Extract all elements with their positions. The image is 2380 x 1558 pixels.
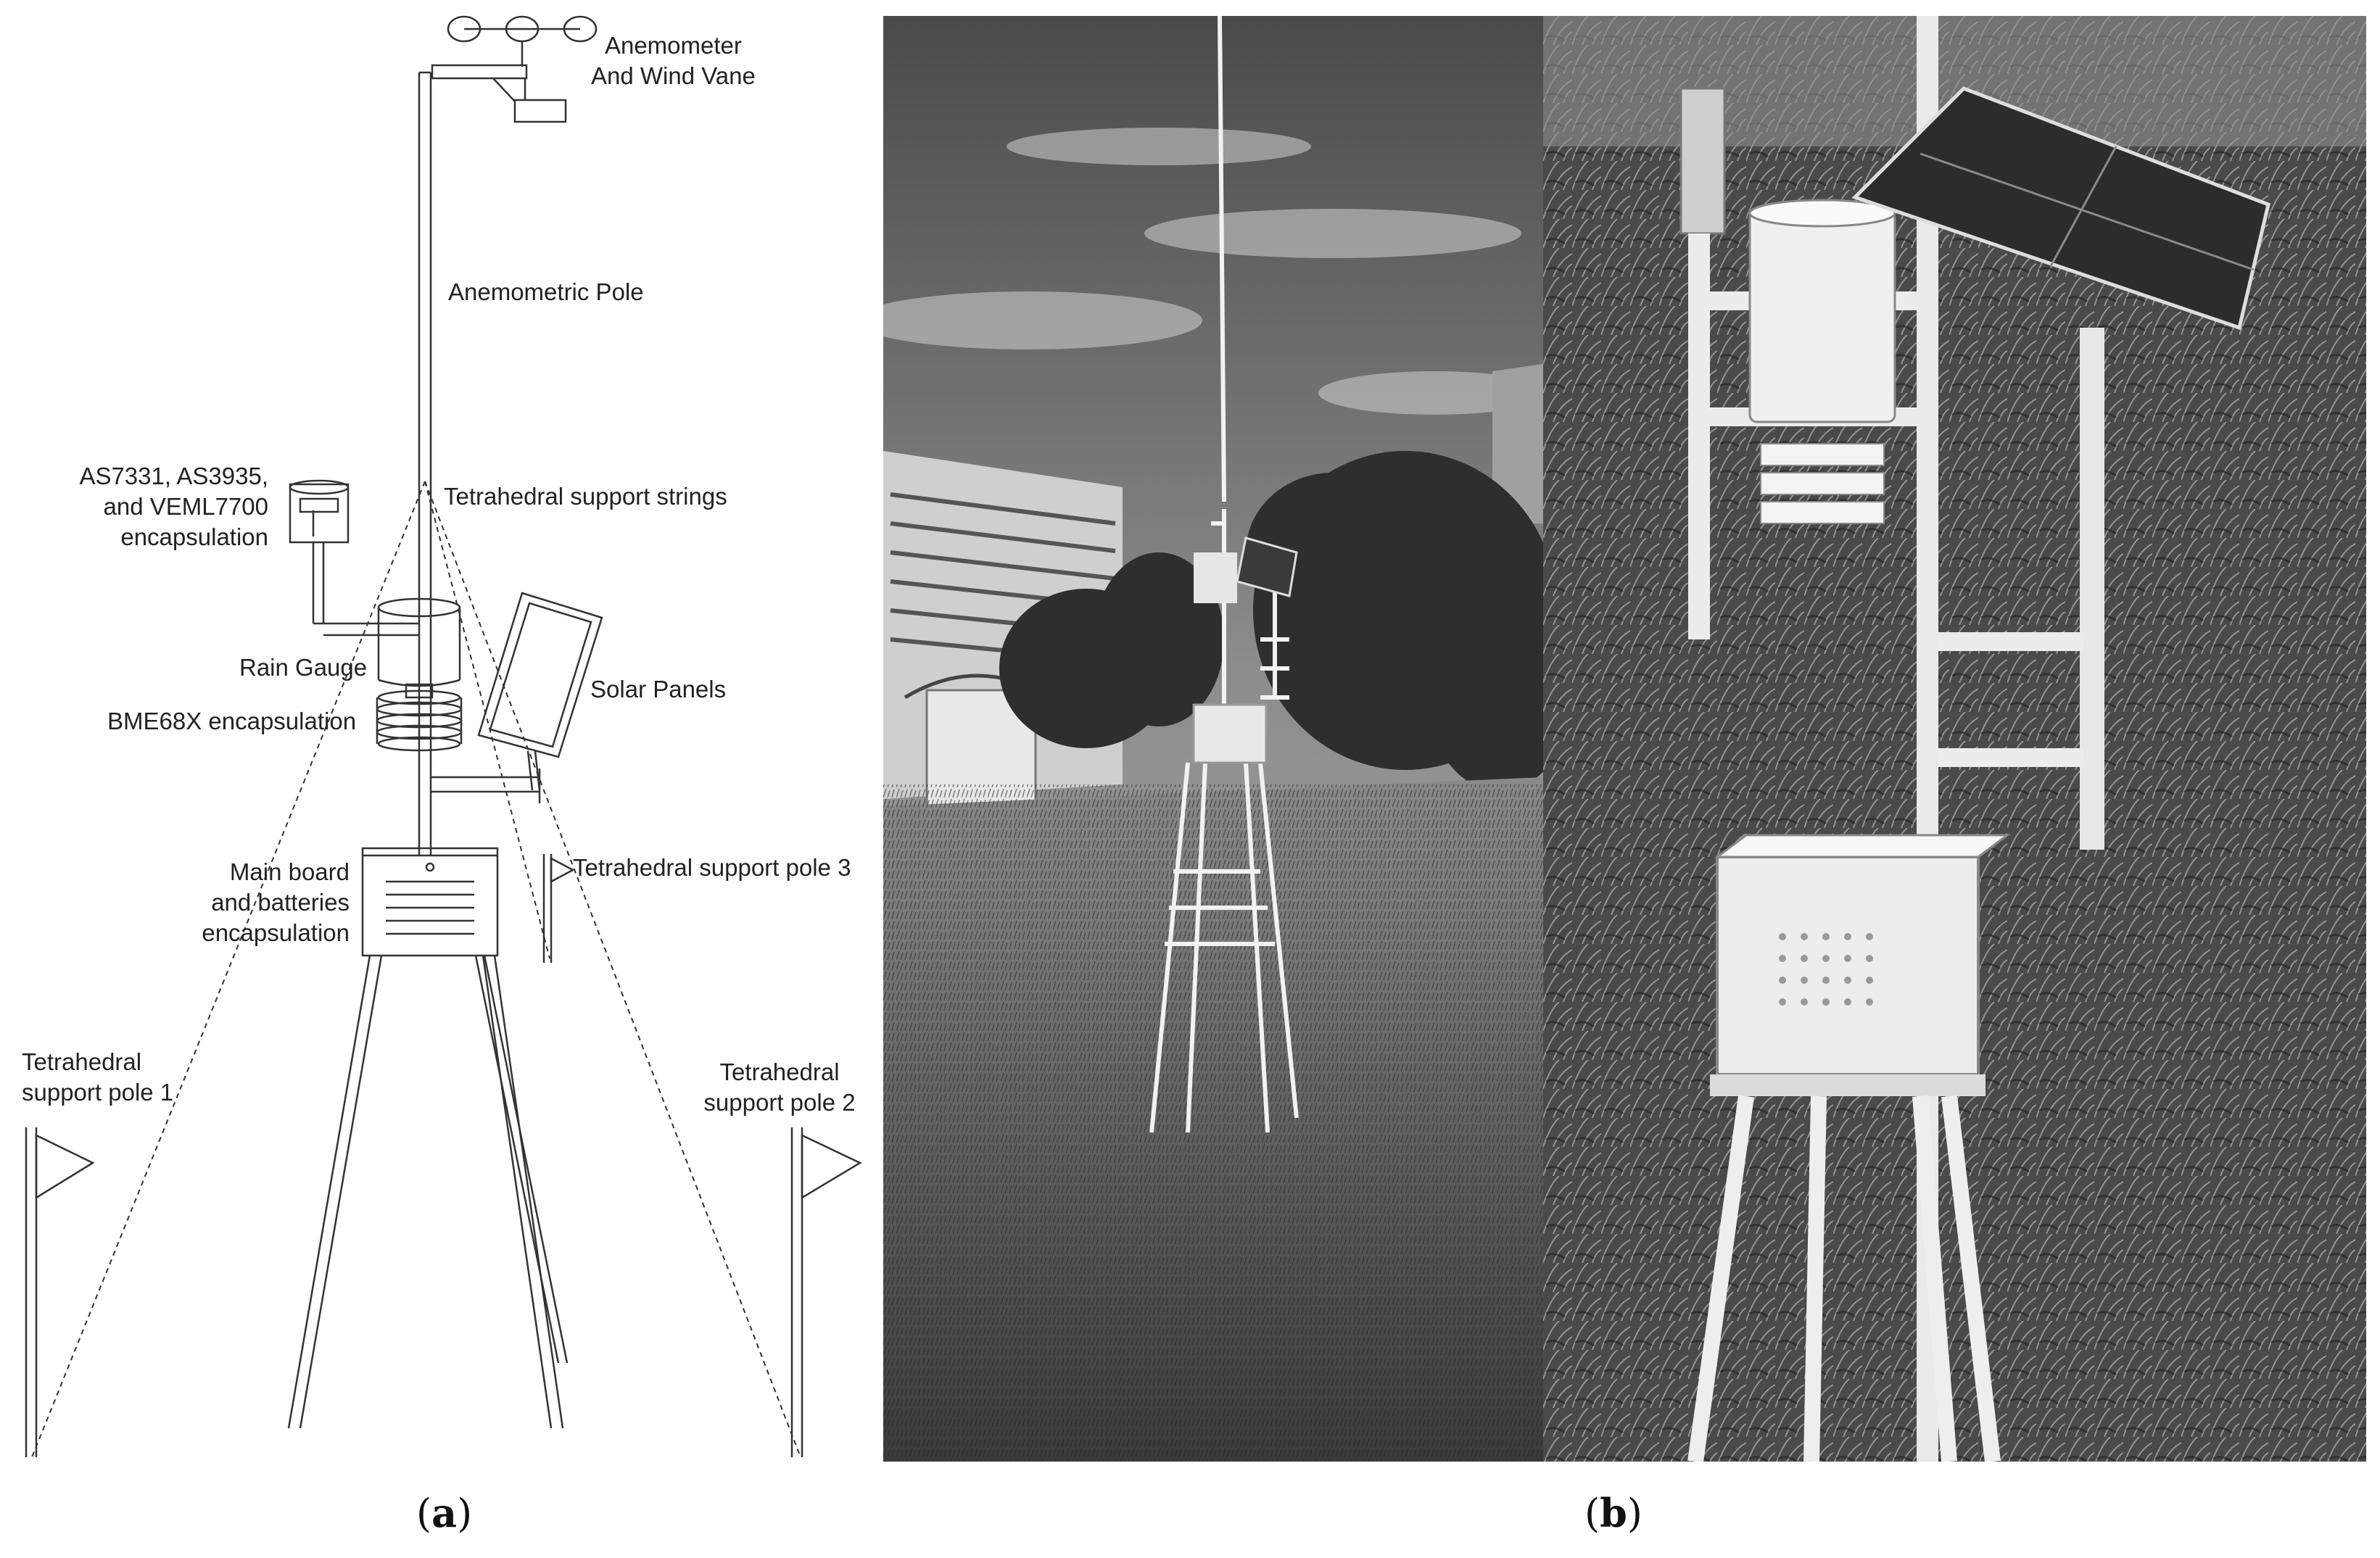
rain-gauge <box>377 597 461 699</box>
label-main-board-line1: Main board <box>229 858 350 885</box>
support-pole-2-flag <box>790 1127 862 1457</box>
caption-a-open: ( <box>416 1491 432 1536</box>
weather-station-schematic: Anemometer And Wind Vane Anemometric Pol… <box>0 0 870 1457</box>
label-support-pole-3: Tetrahedral support pole 3 <box>573 854 851 881</box>
support-strings <box>31 481 801 1457</box>
wind-vane-icon <box>513 78 567 123</box>
field-photo <box>883 16 1543 1462</box>
tripod-legs <box>287 955 569 1429</box>
label-solar-panels: Solar Panels <box>590 676 727 703</box>
label-support-pole-2: Tetrahedral support pole 2 <box>693 1057 867 1118</box>
solar-panel <box>431 592 603 803</box>
anemometer-icon <box>431 15 598 102</box>
label-rain-gauge: Rain Gauge <box>239 654 368 681</box>
main-board-encapsulation <box>361 847 499 957</box>
label-anemometer-line1: Anemometer <box>604 32 742 59</box>
caption-a-close: ) <box>457 1491 473 1536</box>
label-bme-encapsulation: BME68X encapsulation <box>107 708 357 734</box>
caption-a-letter: a <box>431 1490 458 1536</box>
closeup-photo-illustration <box>1543 16 2366 1462</box>
label-support-pole-2-line1: Tetrahedral <box>719 1058 840 1085</box>
caption-a: (a) <box>416 1490 472 1536</box>
caption-b: (b) <box>1584 1490 1643 1536</box>
light-sensor-encapsulation <box>289 479 419 637</box>
label-support-pole-2-line2: support pole 2 <box>703 1089 856 1116</box>
label-support-strings: Tetrahedral support strings <box>444 483 727 510</box>
caption-b-letter: b <box>1600 1490 1627 1536</box>
label-anemometric-pole: Anemometric Pole <box>448 278 644 305</box>
support-pole-1-flag <box>25 1127 95 1457</box>
caption-b-open: ( <box>1584 1491 1600 1536</box>
bme-encapsulation <box>376 689 463 752</box>
label-anemometer-line2: And Wind Vane <box>591 62 756 89</box>
label-support-pole-1: Tetrahedral support pole 1 <box>22 1047 173 1108</box>
schematic-drawing <box>25 15 862 1457</box>
label-main-board-line2: and batteries <box>211 889 350 916</box>
label-light-sensors: AS7331, AS3935, and VEML7700 encapsulati… <box>29 461 268 552</box>
closeup-photo <box>1543 16 2366 1462</box>
label-light-sensors-line1: AS7331, AS3935, <box>79 463 268 489</box>
label-anemometer: Anemometer And Wind Vane <box>591 30 756 91</box>
label-main-board: Main board and batteries encapsulation <box>145 857 350 948</box>
support-pole-3-flag <box>542 854 575 963</box>
field-photo-illustration <box>883 16 1543 1462</box>
label-support-pole-1-line2: support pole 1 <box>22 1079 174 1106</box>
caption-b-close: ) <box>1627 1491 1643 1536</box>
label-support-pole-1-line1: Tetrahedral <box>22 1048 142 1075</box>
label-light-sensors-line3: encapsulation <box>120 523 268 550</box>
label-light-sensors-line2: and VEML7700 <box>103 493 268 520</box>
label-main-board-line3: encapsulation <box>202 919 350 946</box>
